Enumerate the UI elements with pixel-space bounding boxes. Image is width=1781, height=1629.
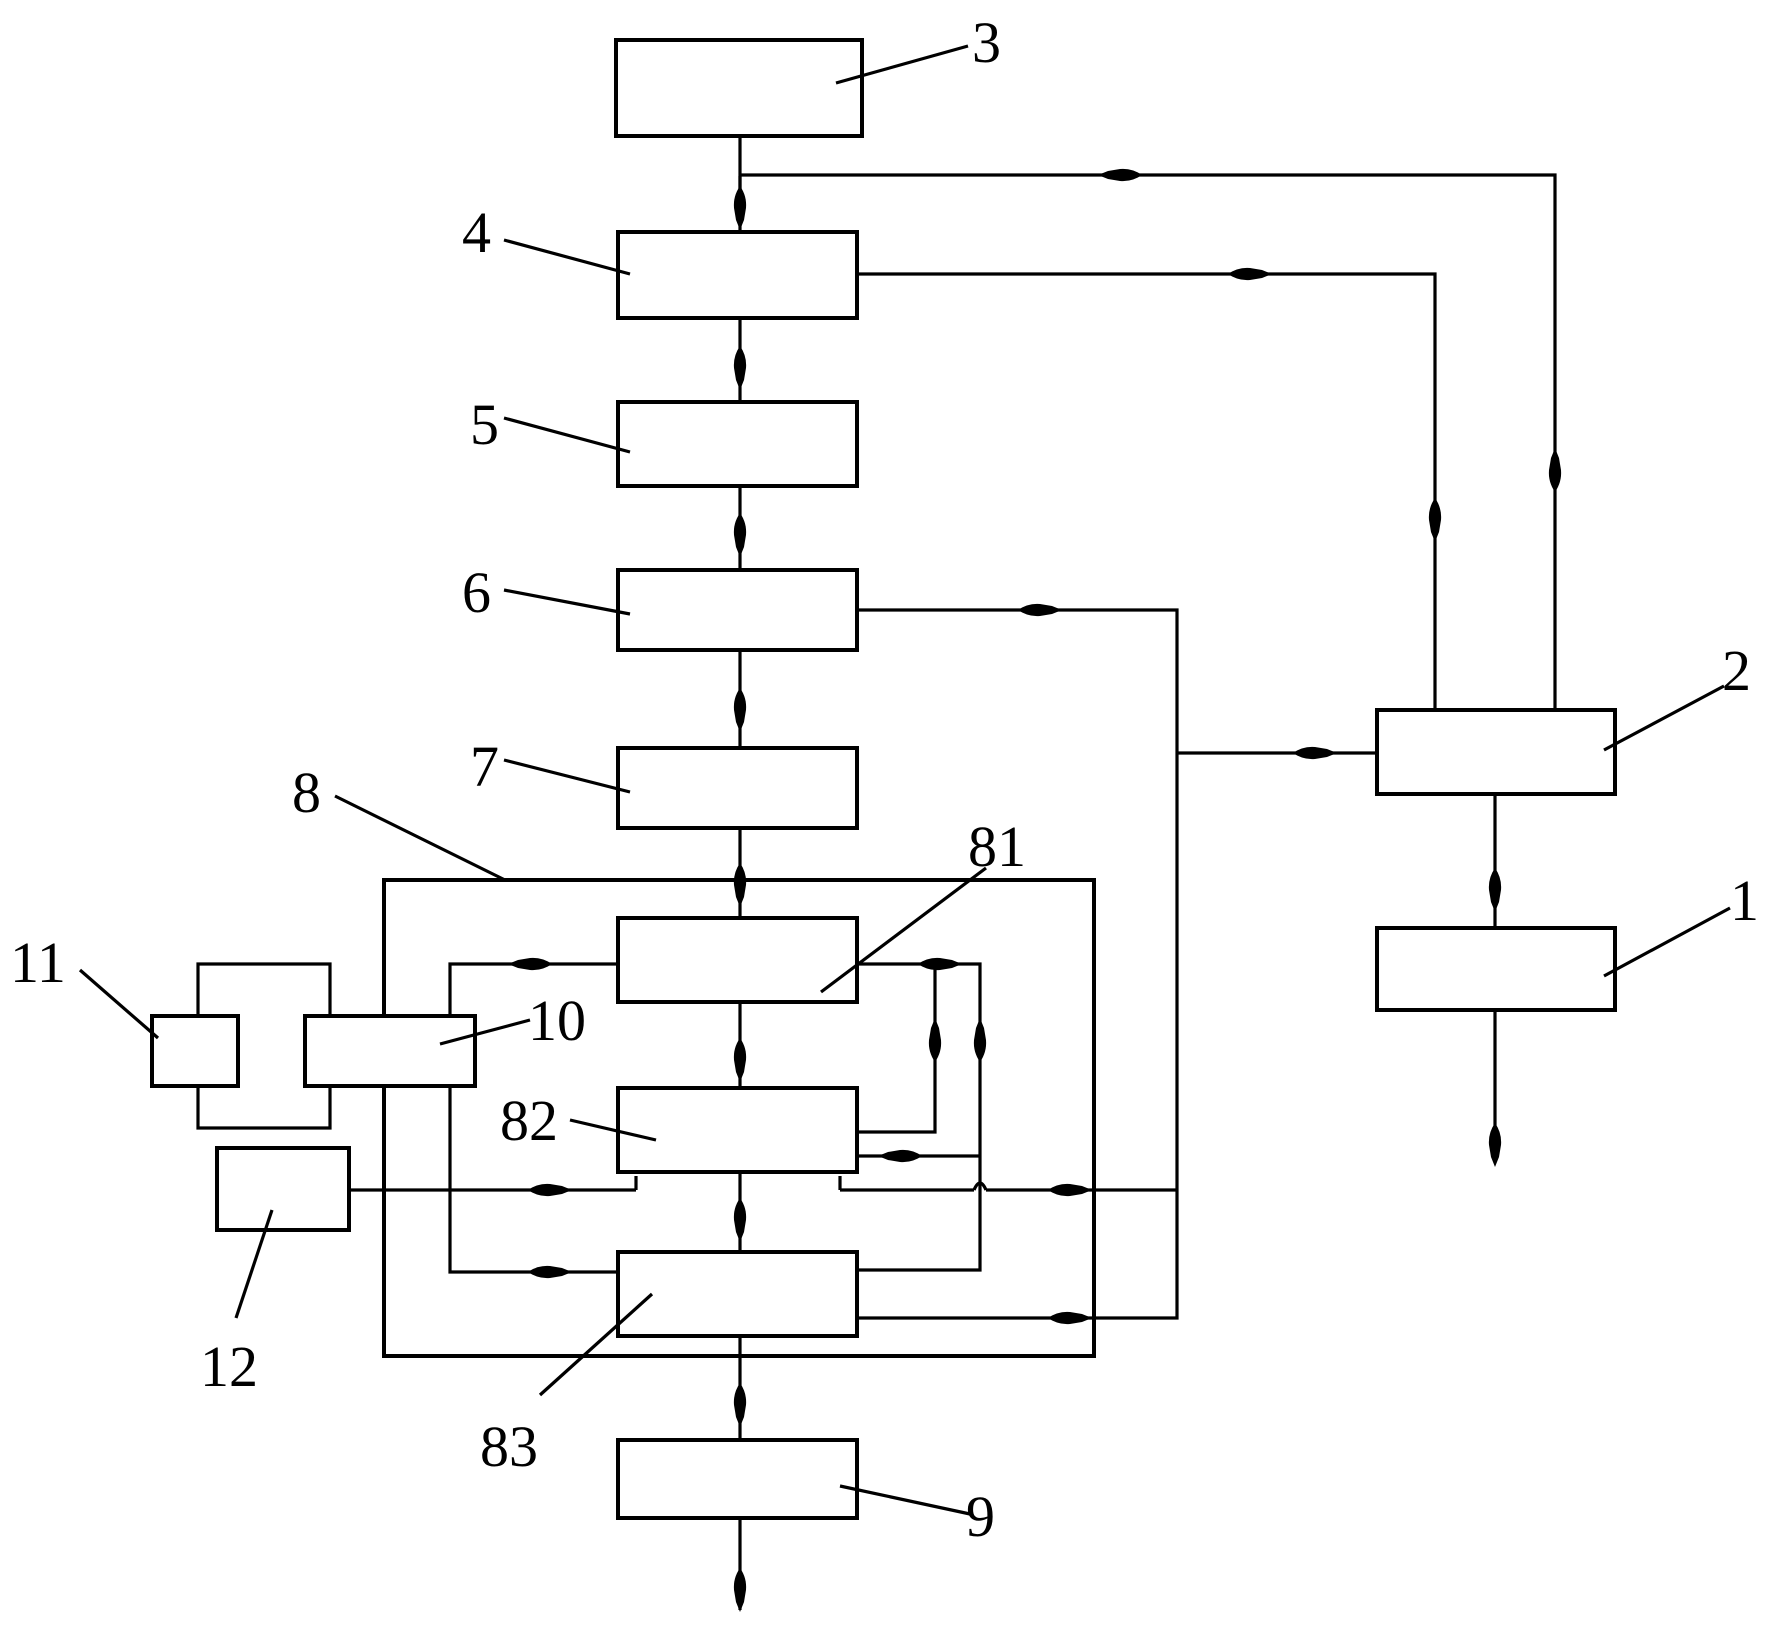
box-1 <box>1375 926 1617 1012</box>
leader-lines <box>78 44 1731 1516</box>
process-boxes <box>150 38 1617 1520</box>
label-82: 82 <box>500 1088 558 1153</box>
label-10: 10 <box>528 988 586 1053</box>
box-82 <box>616 1086 859 1174</box>
label-7: 7 <box>470 734 499 799</box>
label-81: 81 <box>968 814 1026 879</box>
label-2: 2 <box>1722 638 1751 703</box>
label-12: 12 <box>200 1334 258 1399</box>
flow-arrows <box>508 168 1562 1612</box>
box-11 <box>150 1014 240 1088</box>
frame-8 <box>382 878 1096 1358</box>
box-3 <box>614 38 864 138</box>
label-9: 9 <box>966 1484 995 1549</box>
label-11: 11 <box>10 930 66 995</box>
label-8: 8 <box>292 760 321 825</box>
box-12 <box>215 1146 351 1232</box>
reference-numerals: 3 4 5 6 7 8 81 82 83 9 2 1 11 10 12 <box>10 10 1759 1549</box>
box-9 <box>616 1438 859 1520</box>
label-4: 4 <box>462 200 491 265</box>
label-1: 1 <box>1730 868 1759 933</box>
label-83: 83 <box>480 1414 538 1479</box>
box-81 <box>616 916 859 1004</box>
box-2 <box>1375 708 1617 796</box>
label-6: 6 <box>462 560 491 625</box>
box-10 <box>303 1014 477 1088</box>
connection-lines <box>196 136 1557 1610</box>
label-5: 5 <box>470 392 499 457</box>
box-4 <box>616 230 859 320</box>
box-6 <box>616 568 859 652</box>
box-83 <box>616 1250 859 1338</box>
label-3: 3 <box>972 10 1001 75</box>
box-5 <box>616 400 859 488</box>
box-7 <box>616 746 859 830</box>
